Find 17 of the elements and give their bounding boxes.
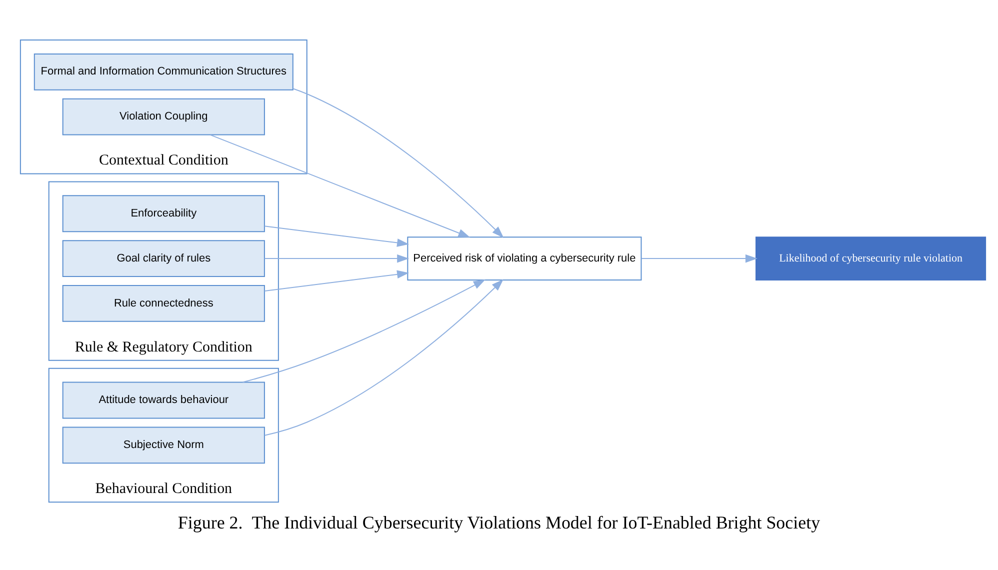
arrow (292, 88, 504, 238)
node-box: Likelihood of cybersecurity rule violation (756, 236, 986, 280)
arrow (264, 226, 410, 247)
arrow (641, 254, 758, 263)
arrow (264, 279, 504, 436)
node-box: Perceived risk of violating a cybersecurity rule (407, 236, 642, 280)
node-box: Attitude towards behaviour (62, 382, 265, 419)
node-box: Formal and Information Communication Structures (34, 53, 294, 90)
node-box: Enforceability (62, 195, 265, 232)
arrow (210, 134, 470, 238)
caption: Figure 2. The Individual Cybersecurity Violations Model for IoT-Enabled Bright Society (178, 512, 820, 532)
arrow (264, 254, 410, 263)
node-box: Subjective Norm (62, 426, 265, 464)
node-box: Rule connectedness (62, 285, 265, 322)
arrow (264, 270, 410, 292)
node-box: Violation Coupling (62, 98, 265, 136)
node-box: Goal clarity of rules (62, 240, 265, 278)
